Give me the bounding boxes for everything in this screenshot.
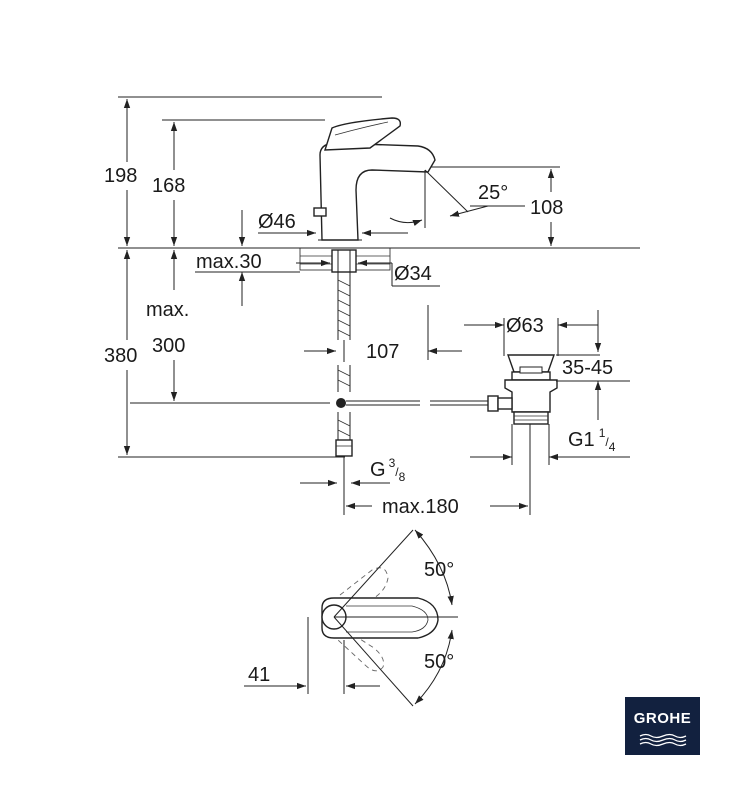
dimension-labels: 198 168 25° 108 Ø46 max.30 Ø34 max. 300 …: [104, 165, 616, 686]
dimension-lines: [123, 99, 630, 515]
waste-assembly: [487, 354, 558, 425]
dim-waste-diameter: Ø63: [506, 315, 544, 337]
lever-top-view: [244, 529, 458, 707]
grohe-logo: GROHE: [625, 697, 700, 755]
dim-198: 198: [104, 165, 137, 187]
dim-max-180: max.180: [382, 496, 459, 518]
dim-168: 168: [152, 175, 185, 197]
dim-max-label: max.: [146, 299, 189, 321]
dim-300: 300: [152, 335, 185, 357]
dim-lever-angle-down: 50°: [424, 651, 454, 673]
dim-deck-thickness: max.30: [196, 251, 262, 273]
dim-107: 107: [366, 341, 399, 363]
water-wave-icon: [639, 733, 687, 747]
dim-380: 380: [104, 345, 137, 367]
dim-108: 108: [530, 197, 563, 219]
dim-waste-range: 35-45: [562, 357, 613, 379]
logo-text: GROHE: [633, 710, 692, 727]
faucet-side-view: [118, 96, 640, 458]
dim-lever-angle-up: 50°: [424, 559, 454, 581]
dim-spout-angle: 25°: [478, 182, 508, 204]
dim-base-diameter: Ø46: [258, 211, 296, 233]
dim-41: 41: [248, 664, 270, 686]
dim-hole-diameter: Ø34: [394, 263, 432, 285]
